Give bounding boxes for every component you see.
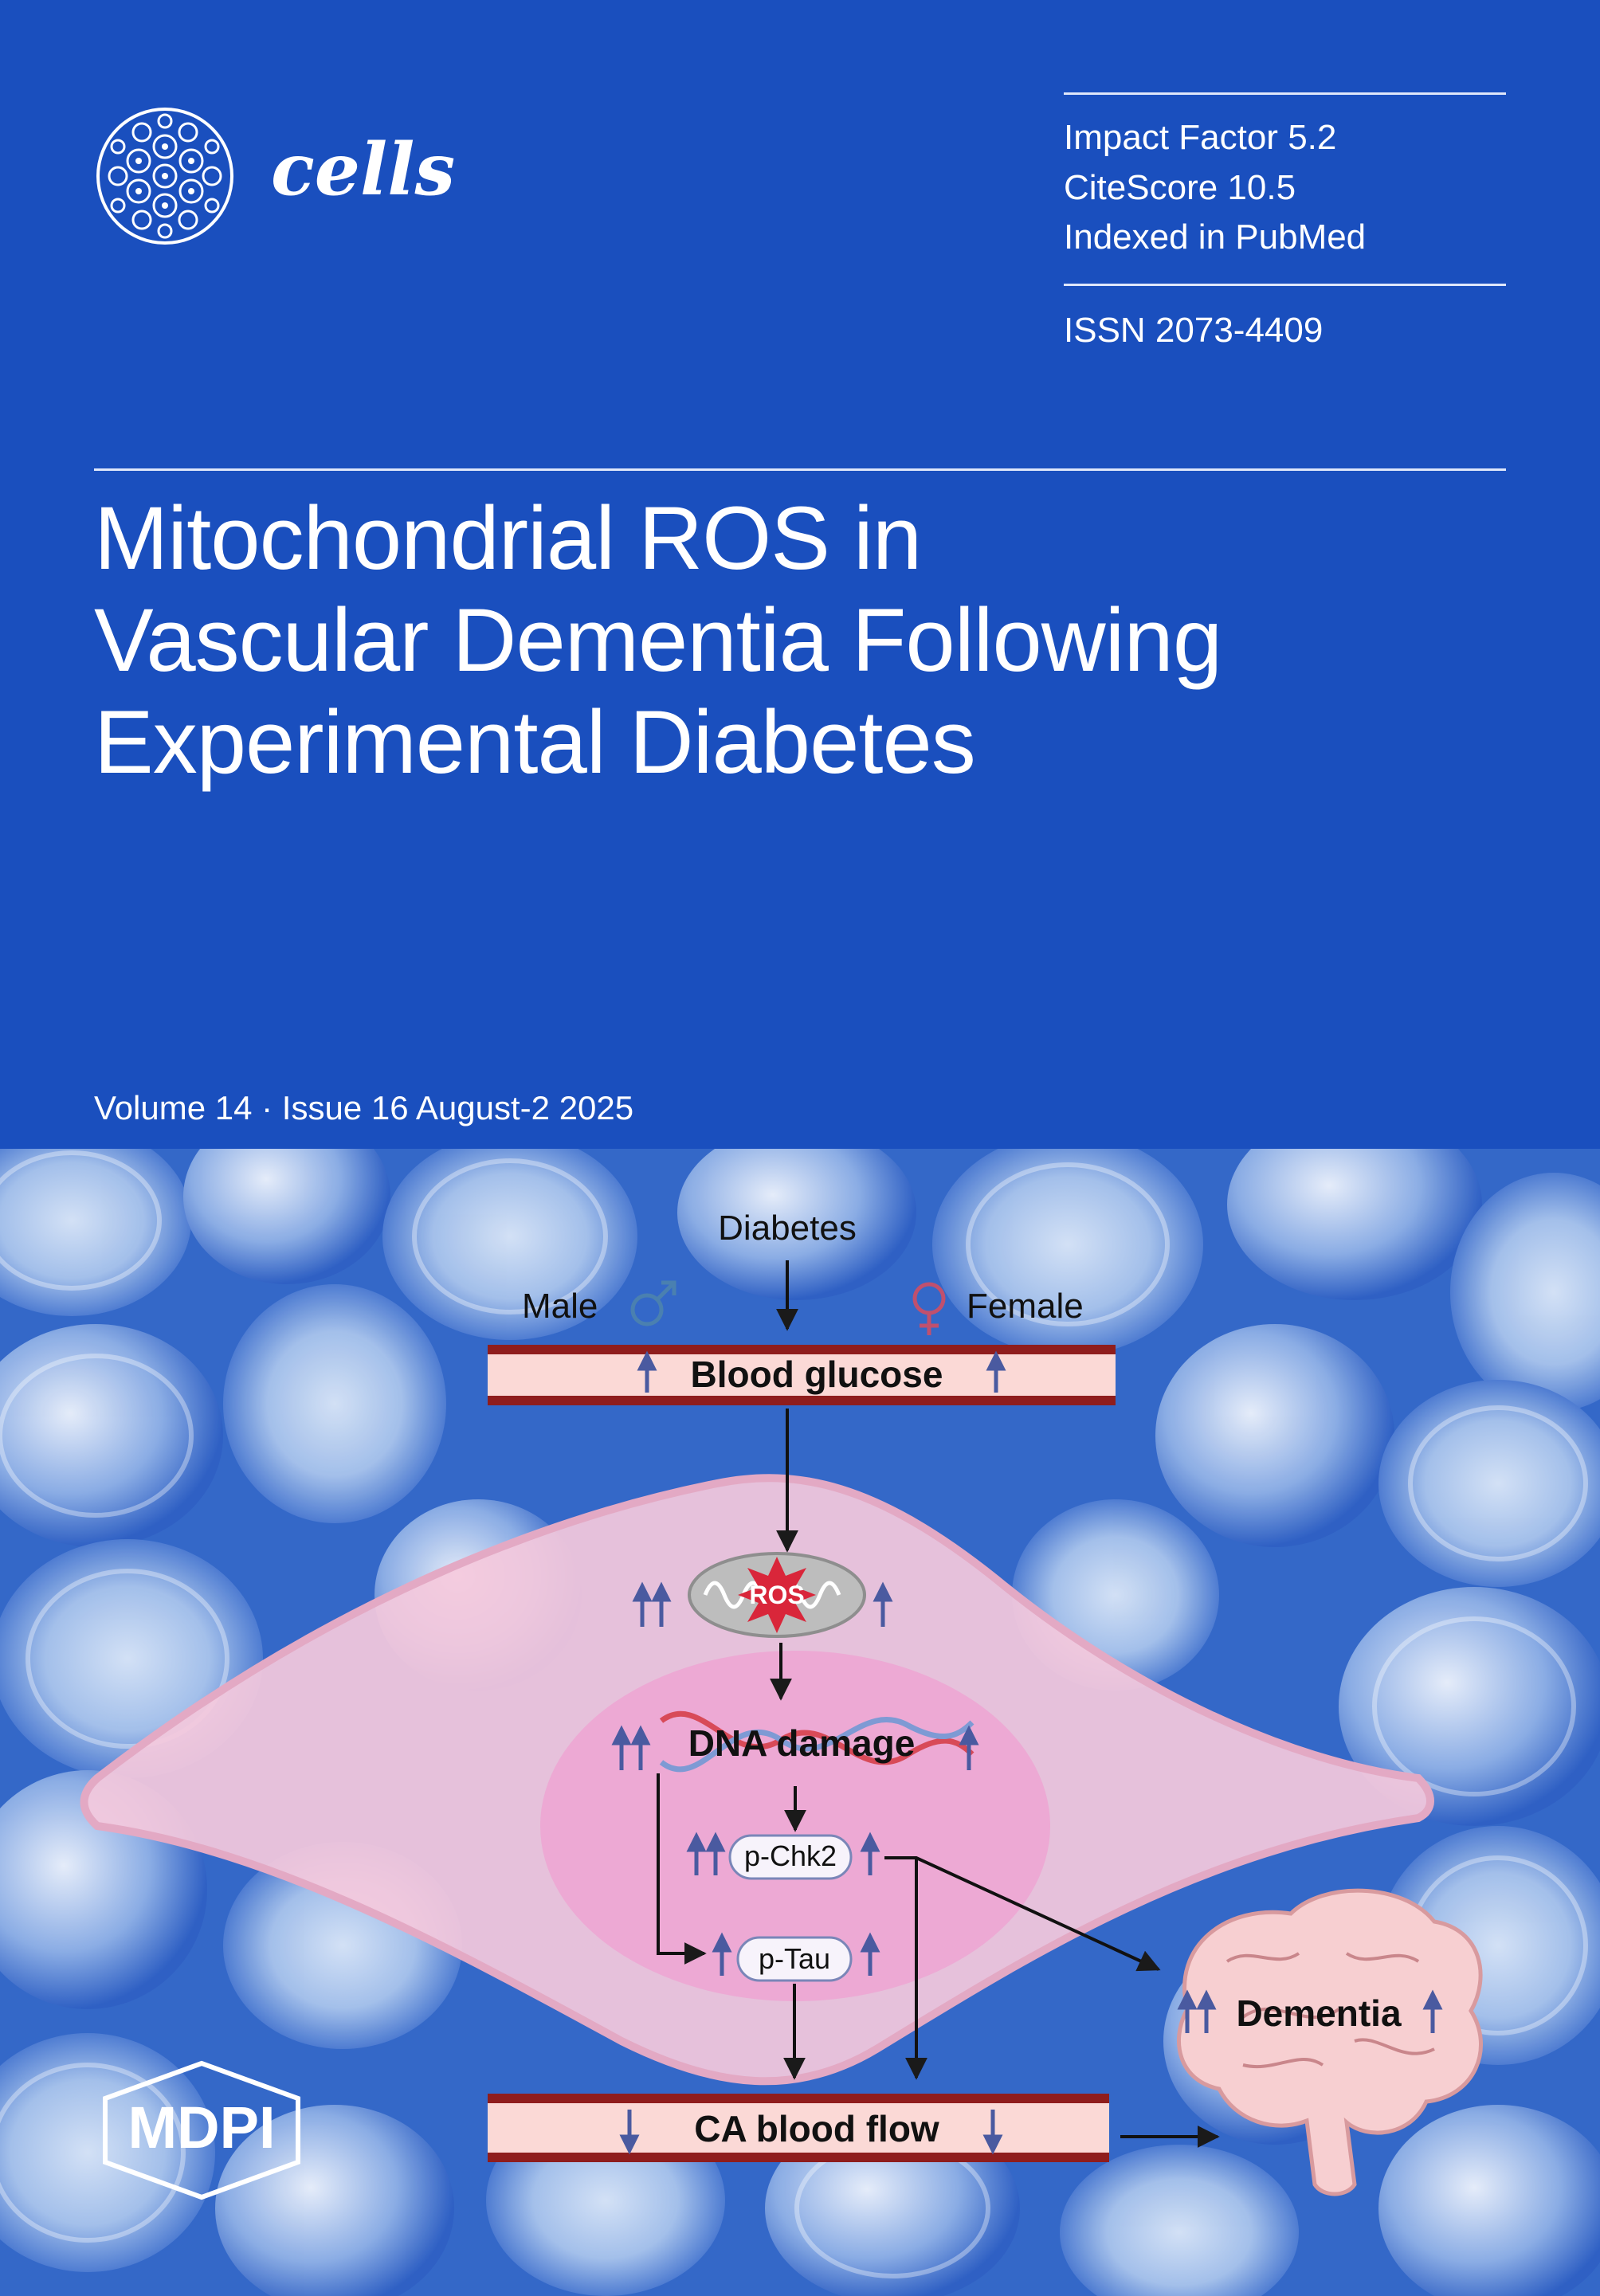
female-label: Female <box>967 1287 1084 1326</box>
ros-label: ROS <box>749 1581 804 1609</box>
cover-header: cells Impact Factor 5.2 CiteScore 10.5 I… <box>94 92 1544 1126</box>
ca-blood-flow-vessel <box>488 2094 1109 2162</box>
male-label: Male <box>522 1287 598 1326</box>
article-title: Mitochondrial ROS in Vascular Dementia F… <box>94 488 1544 793</box>
brain-icon <box>1176 1888 1484 2196</box>
graphical-abstract: Diabetes Male Female Blood glucose <box>80 1209 1484 2196</box>
pchk2-label: p-Chk2 <box>744 1840 837 1872</box>
blood-glucose-label: Blood glucose <box>691 1354 943 1395</box>
journal-name: cells <box>271 127 456 212</box>
ca-blood-flow-label: CA blood flow <box>694 2108 939 2149</box>
metrics-mid-rule <box>1064 284 1506 286</box>
citescore: CiteScore 10.5 <box>1064 168 1296 207</box>
dementia-label: Dementia <box>1236 1992 1401 2034</box>
dna-damage-label: DNA damage <box>688 1722 916 1764</box>
cell-cluster-icon <box>96 108 233 245</box>
metrics-top-rule <box>1064 92 1506 95</box>
down-arrow-icon <box>619 2110 1003 2155</box>
dna-helix-icon <box>659 1710 975 1773</box>
dna-arrows-icon <box>611 1725 979 1770</box>
diabetes-label: Diabetes <box>718 1209 857 1248</box>
impact-factor: Impact Factor 5.2 <box>1064 118 1337 157</box>
pchk2-arrows-icon <box>686 1832 880 1875</box>
ptau-label: p-Tau <box>759 1942 830 1975</box>
dementia-arrows-icon <box>1177 1989 1443 2033</box>
ptau-arrows-icon <box>712 1932 880 1976</box>
publisher-name: MDPI <box>128 2094 276 2161</box>
mdpi-logo: MDPI <box>103 2060 300 2200</box>
mitochondrion-icon <box>688 1552 866 1638</box>
dna-to-ptau-arrow <box>657 1773 707 1965</box>
title-rule <box>94 468 1506 471</box>
issn: ISSN 2073-4409 <box>1064 311 1324 350</box>
ptau-box <box>736 1936 853 1982</box>
male-symbol-icon <box>630 1280 676 1326</box>
up-arrow-icon <box>637 1350 1006 1393</box>
cover-image: Diabetes Male Female Blood glucose <box>0 1149 1600 2296</box>
title-line-1: Mitochondrial ROS in <box>94 488 922 588</box>
ros-arrows-icon <box>632 1581 893 1627</box>
title-line-2: Vascular Dementia Following <box>94 590 1222 690</box>
female-symbol-icon <box>912 1282 946 1335</box>
pchk2-box <box>728 1834 853 1880</box>
title-line-3: Experimental Diabetes <box>94 692 976 792</box>
issue-info: Volume 14 · Issue 16 August-2 2025 <box>94 1089 634 1126</box>
indexed-in: Indexed in PubMed <box>1064 217 1367 257</box>
